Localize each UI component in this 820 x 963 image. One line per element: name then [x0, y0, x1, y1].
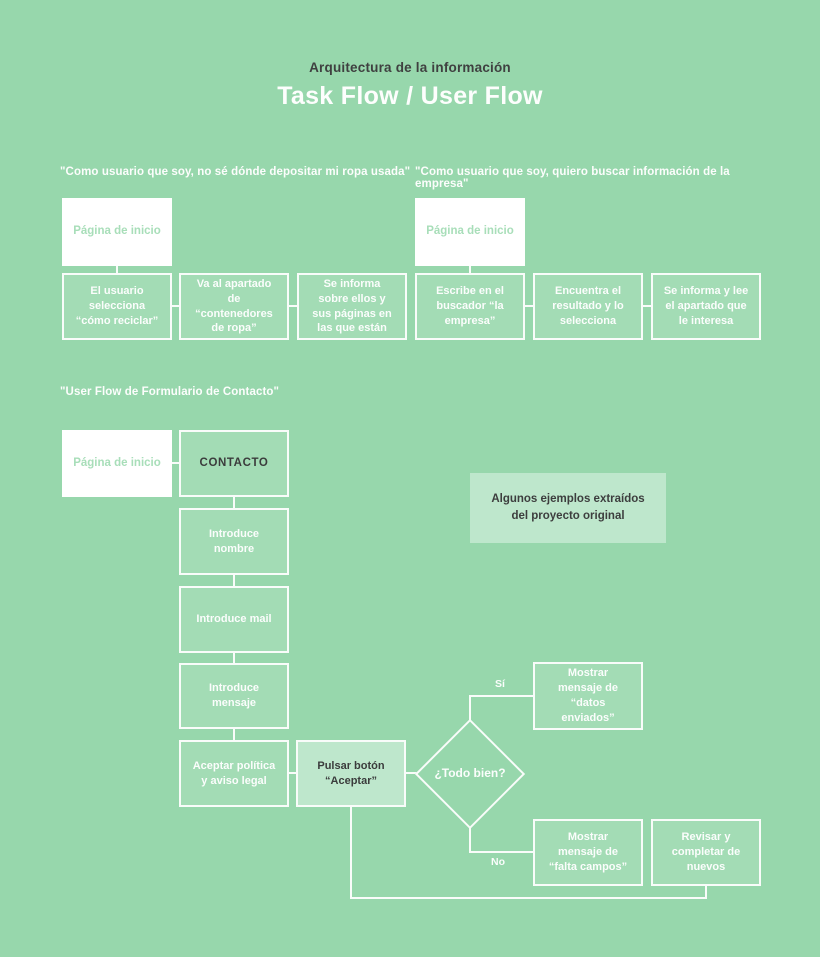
flow2-connector-step2-step3 [643, 305, 651, 307]
flow3-no-connector-horizontal [469, 851, 533, 853]
flow3-loop-connector-up [350, 807, 352, 899]
page-title: Task Flow / User Flow [277, 82, 543, 110]
flow3-yes-connector-horizontal [469, 695, 533, 697]
flow1-connector-step2-step3 [289, 305, 297, 307]
flow3-yes-connector-vertical [469, 695, 471, 721]
flow1-user-story-quote: "Como usuario que soy, no sé dónde depos… [60, 166, 411, 178]
flow2-user-story-quote: "Como usuario que soy, quiero buscar inf… [415, 166, 730, 190]
flow3-connector-policy-action [289, 772, 296, 774]
flow2-step1-node: Escribe en el buscador “la empresa” [415, 273, 525, 340]
flow3-no-branch-label: No [491, 856, 505, 868]
flow1-step3-node: Se informa sobre ellos y sus páginas en … [297, 273, 407, 340]
flow1-connector-step1-step2 [172, 305, 180, 307]
flow3-decision-label: ¿Todo bien? [434, 766, 506, 780]
flow3-name-node: Introduce nombre [179, 508, 289, 575]
flow3-success-message-node: Mostrar mensaje de “datos enviados” [533, 662, 643, 730]
flow3-connector-start-contact [172, 462, 179, 464]
flow3-loop-connector-bottom [350, 897, 707, 899]
flow3-no-connector-vertical [469, 827, 471, 853]
flow3-retry-node: Revisar y completar de nuevos [651, 819, 761, 886]
flow2-connector-start-step1 [469, 266, 471, 273]
bottom-edge-strip [0, 957, 820, 963]
flow3-loop-connector-down [705, 886, 707, 899]
flow2-step2-node: Encuentra el resultado y lo selecciona [533, 273, 643, 340]
flow3-mail-node: Introduce mail [179, 586, 289, 653]
flow3-connector-mail-message [233, 653, 235, 663]
flow2-step3-node: Se informa y lee el apartado que le inte… [651, 273, 761, 340]
flow2-start-node: Página de inicio [415, 198, 525, 266]
flow3-connector-contact-name [233, 497, 235, 508]
flow2-connector-step1-step2 [525, 305, 533, 307]
flow1-start-node: Página de inicio [62, 198, 172, 266]
flow3-policy-node: Aceptar política y aviso legal [179, 740, 289, 807]
diagram-subtitle: Arquitectura de la información [309, 60, 511, 75]
flow3-connector-name-mail [233, 575, 235, 586]
flow3-error-message-node: Mostrar mensaje de “falta campos” [533, 819, 643, 886]
flow1-step1-node: El usuario selecciona “cómo reciclar” [62, 273, 172, 340]
flow3-message-node: Introduce mensaje [179, 663, 289, 729]
flow1-connector-start-step1 [116, 266, 118, 273]
flow3-connector-message-policy [233, 729, 235, 740]
flow3-start-node: Página de inicio [62, 430, 172, 497]
flow3-contact-node: CONTACTO [179, 430, 289, 497]
flow1-step2-node: Va al apartado de “contenedores de ropa” [179, 273, 289, 340]
flow3-yes-branch-label: Sí [495, 678, 505, 690]
flow3-connector-action-decision [406, 772, 417, 774]
project-note: Algunos ejemplos extraídos del proyecto … [470, 473, 666, 543]
flow3-accept-button-node: Pulsar botón “Aceptar” [296, 740, 406, 807]
flow3-section-label: "User Flow de Formulario de Contacto" [60, 386, 280, 398]
